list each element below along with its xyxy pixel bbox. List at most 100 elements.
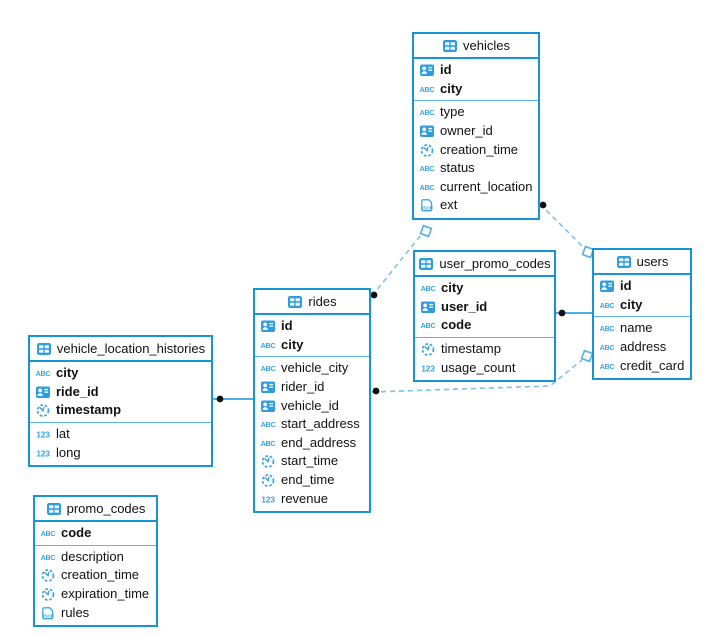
clock-icon	[260, 472, 276, 488]
column-row[interactable]: expiration_time	[35, 585, 156, 604]
number-icon: 123	[35, 426, 51, 442]
table-title: users	[636, 254, 669, 269]
column-name: name	[620, 320, 653, 336]
id-card-icon	[260, 398, 276, 414]
column-row[interactable]: 123 long	[30, 443, 211, 462]
column-name: city	[281, 336, 304, 352]
id-card-icon	[260, 318, 276, 334]
table-title: vehicle_location_histories	[56, 341, 206, 356]
table-header[interactable]: vehicle_location_histories	[30, 337, 211, 362]
table-header[interactable]: users	[594, 250, 690, 275]
column-row[interactable]: start_time	[255, 452, 369, 471]
column-row[interactable]: creation_time	[35, 566, 156, 585]
column-name: rider_id	[281, 379, 325, 395]
column-row[interactable]: timestamp	[30, 401, 211, 420]
column-row[interactable]: timestamp	[415, 340, 554, 359]
column-name: credit_card	[620, 357, 685, 373]
table-icon	[616, 254, 632, 270]
relationship-endpoint-dot	[539, 201, 547, 209]
column-row[interactable]: id	[414, 61, 538, 80]
column-name: vehicle_city	[281, 360, 349, 376]
table-header[interactable]: user_promo_codes	[415, 252, 554, 277]
clock-icon	[35, 402, 51, 418]
svg-text:JSON: JSON	[42, 613, 54, 618]
column-name: timestamp	[56, 402, 122, 418]
column-row[interactable]: ABC credit_card	[594, 356, 690, 375]
clock-icon	[260, 453, 276, 469]
column-name: current_location	[440, 178, 533, 194]
column-name: city	[620, 296, 643, 312]
abc-icon: ABC	[599, 358, 615, 374]
abc-icon: ABC	[420, 317, 436, 333]
column-row[interactable]: ABC city	[594, 296, 690, 315]
svg-text:ABC: ABC	[600, 343, 615, 352]
column-name: id	[281, 318, 293, 334]
clock-icon	[419, 142, 435, 158]
table-header[interactable]: promo_codes	[35, 497, 156, 522]
column-row[interactable]: id	[255, 317, 369, 336]
column-name: ride_id	[56, 383, 99, 399]
table-icon	[36, 341, 52, 357]
svg-text:ABC: ABC	[600, 301, 615, 310]
abc-icon: ABC	[260, 435, 276, 451]
svg-text:123: 123	[36, 430, 50, 440]
column-name: description	[61, 548, 124, 564]
svg-text:ABC: ABC	[600, 324, 615, 333]
abc-icon: ABC	[35, 365, 51, 381]
table-header[interactable]: vehicles	[414, 34, 538, 59]
column-row[interactable]: ride_id	[30, 383, 211, 402]
relationship-line-vehicles-to-users	[539, 203, 585, 249]
column-row[interactable]: rider_id	[255, 378, 369, 397]
column-name: expiration_time	[61, 586, 150, 602]
svg-text:123: 123	[421, 363, 435, 373]
abc-icon: ABC	[419, 81, 435, 97]
column-row[interactable]: end_time	[255, 471, 369, 490]
column-row[interactable]: ABC name	[594, 319, 690, 338]
column-row[interactable]: user_id	[415, 298, 554, 317]
column-name: start_address	[281, 416, 360, 432]
column-row[interactable]: id	[594, 277, 690, 296]
json-icon: JSON	[40, 605, 56, 621]
number-icon: 123	[35, 445, 51, 461]
column-name: creation_time	[61, 567, 140, 583]
table-icon	[442, 38, 458, 54]
column-row[interactable]: creation_time	[414, 140, 538, 159]
table-header[interactable]: rides	[255, 290, 369, 315]
table-title: rides	[308, 294, 337, 309]
column-name: long	[56, 444, 81, 460]
column-row[interactable]: vehicle_id	[255, 396, 369, 415]
relationship-endpoint-square	[580, 349, 594, 363]
column-row[interactable]: owner_id	[414, 122, 538, 141]
